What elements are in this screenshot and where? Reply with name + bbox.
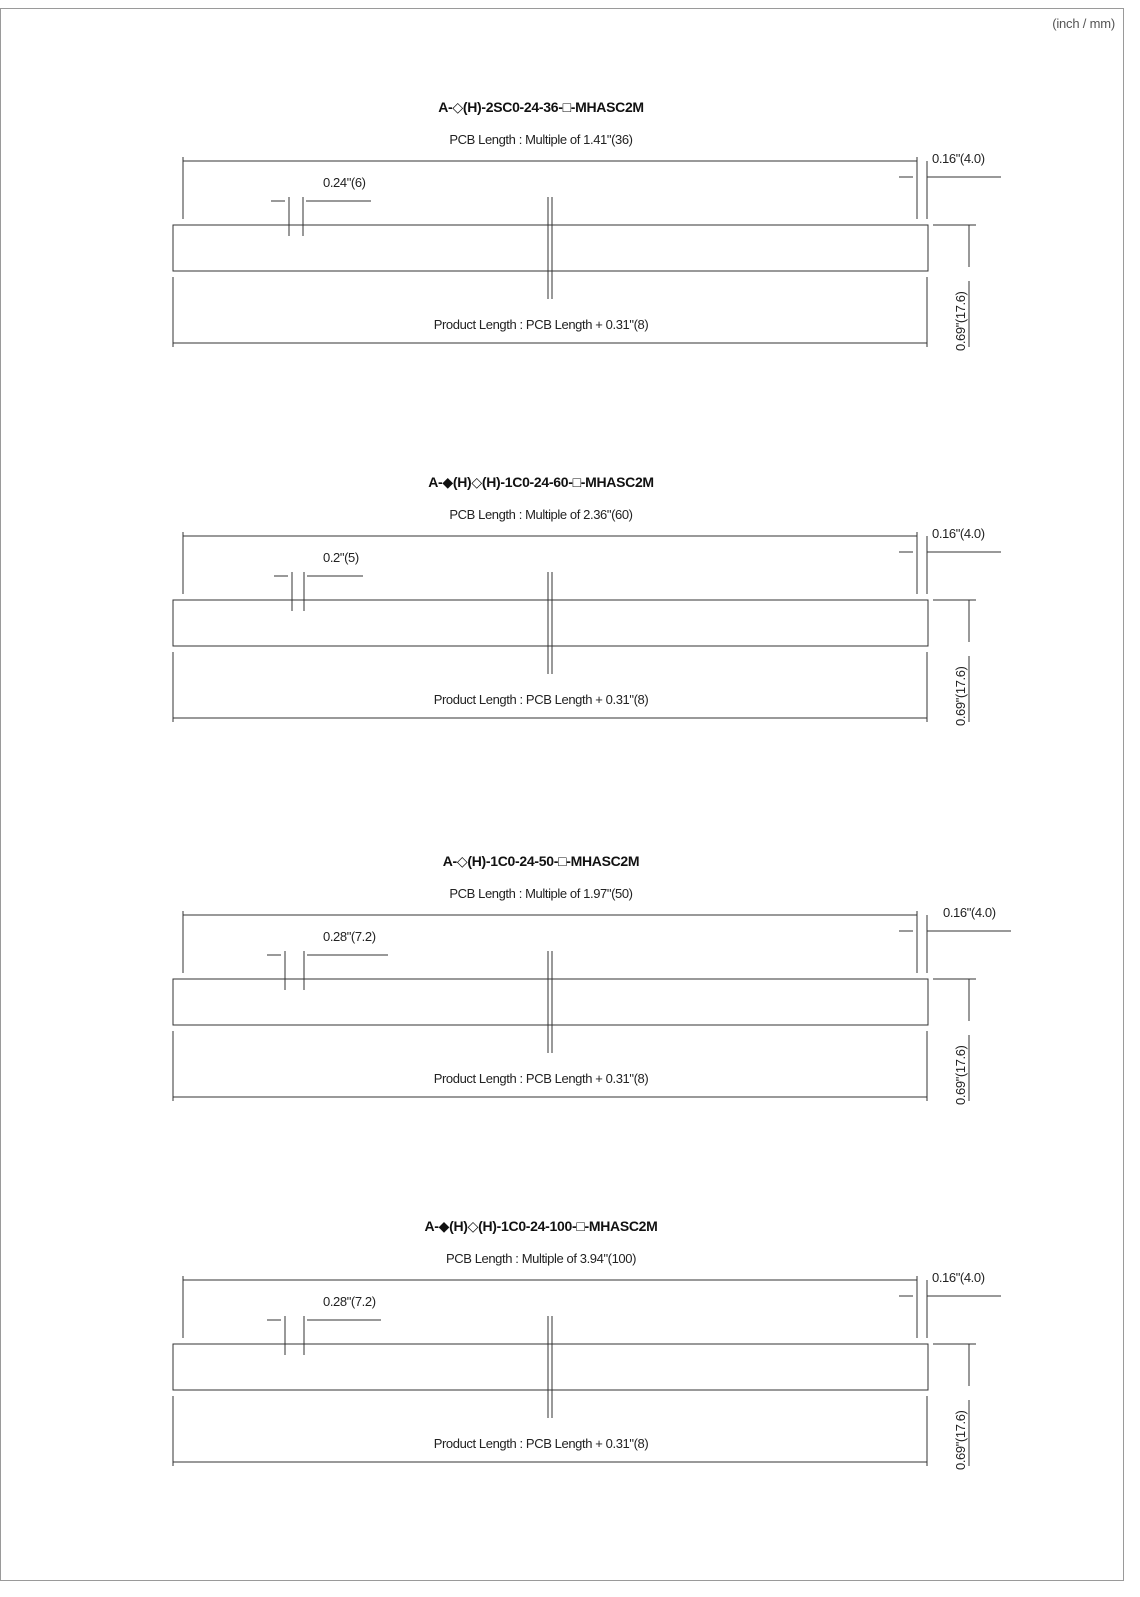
outline-diamond-icon: ◇ bbox=[452, 99, 463, 115]
outline-square-icon: □ bbox=[562, 99, 571, 115]
drawing-sheet: (inch / mm) A-◇(H)-2SC0-24-36-□-MHASC2M … bbox=[0, 8, 1124, 1581]
filled-diamond-icon: ◆ bbox=[438, 1218, 450, 1234]
outline-diamond-icon: ◇ bbox=[471, 474, 482, 490]
left-offset-label: 0.16"(4.0) bbox=[932, 526, 985, 541]
part-number-title: A-◆(H)◇(H)-1C0-24-100-□-MHASC2M bbox=[424, 1218, 658, 1234]
pitch-label: 0.28"(7.2) bbox=[323, 1294, 376, 1309]
part-number-title: A-◆(H)◇(H)-1C0-24-60-□-MHASC2M bbox=[428, 474, 654, 490]
pitch-label: 0.24"(6) bbox=[323, 175, 366, 190]
dimension-drawing-4 bbox=[172, 1276, 1001, 1466]
pcb-length-label: PCB Length : Multiple of 1.97"(50) bbox=[449, 886, 633, 901]
pitch-label: 0.2"(5) bbox=[323, 550, 359, 565]
pcb-length-label: PCB Length : Multiple of 2.36"(60) bbox=[449, 507, 633, 522]
drawing-3: A-◇(H)-1C0-24-50-□-MHASC2M PCB Length : … bbox=[1, 843, 1125, 1123]
dimension-drawing-1 bbox=[172, 157, 1001, 347]
pcb-length-label: PCB Length : Multiple of 1.41"(36) bbox=[449, 132, 633, 147]
outline-diamond-icon: ◇ bbox=[456, 853, 468, 869]
left-offset-label: 0.16"(4.0) bbox=[943, 905, 996, 920]
drawing-4: A-◆(H)◇(H)-1C0-24-100-□-MHASC2M PCB Leng… bbox=[1, 1208, 1125, 1488]
product-length-label: Product Length : PCB Length + 0.31"(8) bbox=[433, 1436, 649, 1451]
outline-diamond-icon: ◇ bbox=[467, 1218, 479, 1234]
pcb-outline bbox=[172, 978, 929, 1026]
pcb-outline bbox=[172, 1343, 929, 1391]
dimension-drawing-2 bbox=[172, 532, 1001, 722]
pcb-length-label: PCB Length : Multiple of 3.94"(100) bbox=[445, 1251, 637, 1266]
drawing-2: A-◆(H)◇(H)-1C0-24-60-□-MHASC2M PCB Lengt… bbox=[1, 464, 1125, 744]
outline-square-icon: □ bbox=[572, 474, 581, 490]
product-length-label: Product Length : PCB Length + 0.31"(8) bbox=[433, 692, 649, 707]
part-number-title: A-◇(H)-2SC0-24-36-□-MHASC2M bbox=[438, 99, 644, 115]
outline-square-icon: □ bbox=[558, 853, 567, 869]
product-length-label: Product Length : PCB Length + 0.31"(8) bbox=[433, 1071, 649, 1086]
units-label: (inch / mm) bbox=[1052, 16, 1115, 31]
outline-square-icon: □ bbox=[576, 1218, 585, 1234]
left-offset-label: 0.16"(4.0) bbox=[932, 151, 985, 166]
product-length-label: Product Length : PCB Length + 0.31"(8) bbox=[433, 317, 649, 332]
part-number-title: A-◇(H)-1C0-24-50-□-MHASC2M bbox=[442, 853, 640, 869]
dimension-drawing-3 bbox=[172, 911, 1011, 1101]
filled-diamond-icon: ◆ bbox=[442, 474, 453, 490]
left-offset-label: 0.16"(4.0) bbox=[932, 1270, 985, 1285]
pcb-outline bbox=[172, 224, 929, 272]
pcb-outline bbox=[172, 599, 929, 647]
pitch-label: 0.28"(7.2) bbox=[323, 929, 376, 944]
drawing-1: A-◇(H)-2SC0-24-36-□-MHASC2M PCB Length :… bbox=[1, 89, 1125, 369]
